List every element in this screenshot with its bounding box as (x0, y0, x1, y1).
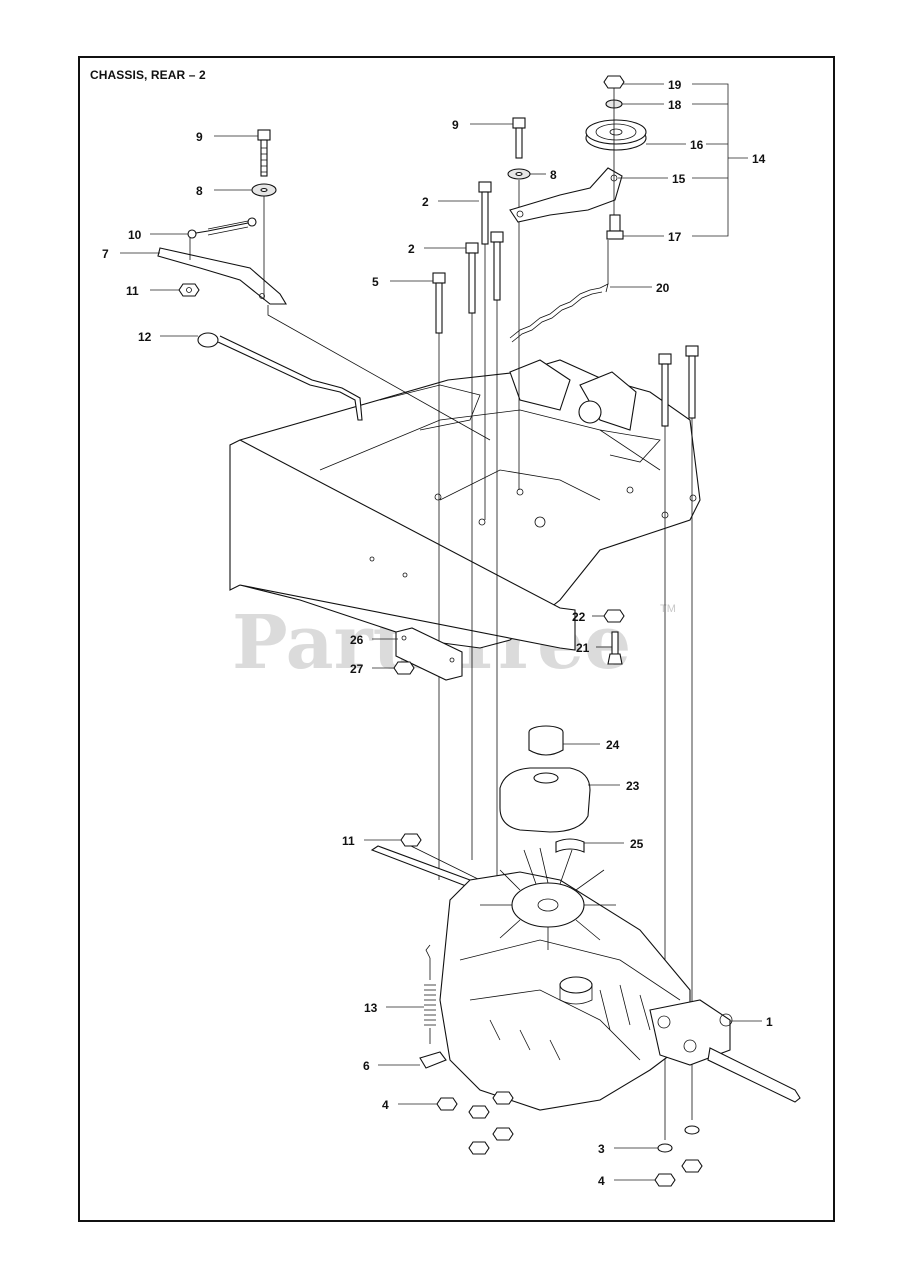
cooling-fan (480, 847, 616, 950)
callout-1: 1 (766, 1015, 773, 1029)
bracket (419, 1051, 447, 1069)
page-title: CHASSIS, REAR – 2 (90, 68, 206, 82)
callout-13: 13 (364, 1001, 378, 1015)
callout-24: 24 (606, 738, 620, 752)
leader-lines (120, 83, 762, 1181)
callout-16: 16 (690, 138, 704, 152)
bottom-hardware (436, 1091, 703, 1187)
callout-21: 21 (576, 641, 590, 655)
callout-9-right: 9 (452, 118, 459, 132)
callout-7: 7 (102, 247, 109, 261)
tension-spring (509, 240, 609, 343)
callout-14: 14 (752, 152, 766, 166)
callout-11-upper: 11 (126, 284, 139, 298)
callout-27: 27 (350, 662, 364, 676)
rear-chassis-plate (229, 359, 701, 651)
nut-clevis (603, 609, 625, 665)
callout-15: 15 (672, 172, 686, 186)
callout-2-lower: 2 (408, 242, 415, 256)
callout-4-left: 4 (382, 1098, 389, 1112)
transaxle (370, 845, 801, 1111)
watermark-tm: TM (660, 603, 676, 615)
callout-2-upper: 2 (422, 195, 429, 209)
washer-left (251, 183, 277, 300)
callout-10: 10 (128, 228, 142, 242)
diagram-frame (78, 56, 835, 1222)
callout-18: 18 (668, 98, 682, 112)
pull-rod (197, 332, 363, 421)
nut-top-left (178, 283, 200, 297)
callout-6: 6 (363, 1059, 370, 1073)
callout-23: 23 (626, 779, 640, 793)
oil-reservoir (499, 725, 591, 853)
cable-assembly (187, 217, 257, 260)
callout-12: 12 (138, 330, 152, 344)
return-spring (424, 944, 436, 1044)
callout-3: 3 (598, 1142, 605, 1156)
lever-arm (157, 247, 491, 441)
callout-20: 20 (656, 281, 670, 295)
callout-4-right: 4 (598, 1174, 605, 1188)
callout-25: 25 (630, 837, 644, 851)
callout-5: 5 (372, 275, 379, 289)
callout-8-right: 8 (550, 168, 557, 182)
bolts-center (432, 181, 504, 880)
bolt-left (257, 129, 271, 177)
callout-8-left: 8 (196, 184, 203, 198)
callout-19: 19 (668, 78, 682, 92)
callout-22: 22 (572, 610, 586, 624)
callout-labels: 19 18 16 14 15 17 20 9 9 8 8 2 2 10 7 11… (102, 78, 773, 1188)
bolt-right (507, 117, 531, 490)
callout-26: 26 (350, 633, 364, 647)
callout-17: 17 (668, 230, 682, 244)
callout-9-left: 9 (196, 130, 203, 144)
idler-pulley-assembly (585, 75, 647, 240)
callout-11-lower: 11 (342, 834, 355, 848)
